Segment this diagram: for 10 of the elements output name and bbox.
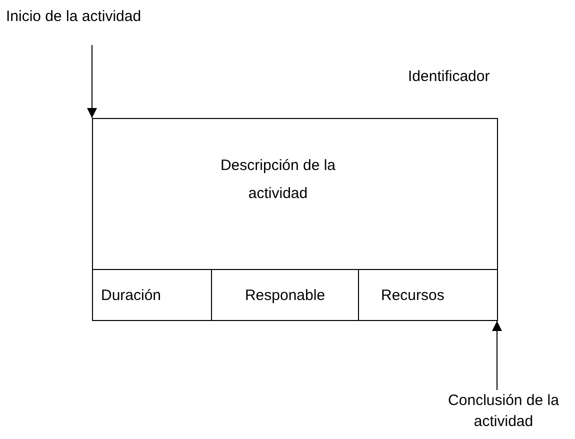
cell-text: Responable <box>244 286 326 306</box>
description-text: Descripción de la actividad <box>219 156 337 204</box>
cell-text: Duración <box>100 286 162 306</box>
arrow <box>492 320 502 390</box>
label-text: Conclusión de la actividad <box>447 391 560 432</box>
cell-text: Recursos <box>380 286 446 306</box>
activity-box <box>92 118 498 321</box>
identifier-label: Identificador <box>408 67 490 87</box>
arrow <box>87 44 97 118</box>
label-text: Inicio de la actividad <box>6 7 142 27</box>
